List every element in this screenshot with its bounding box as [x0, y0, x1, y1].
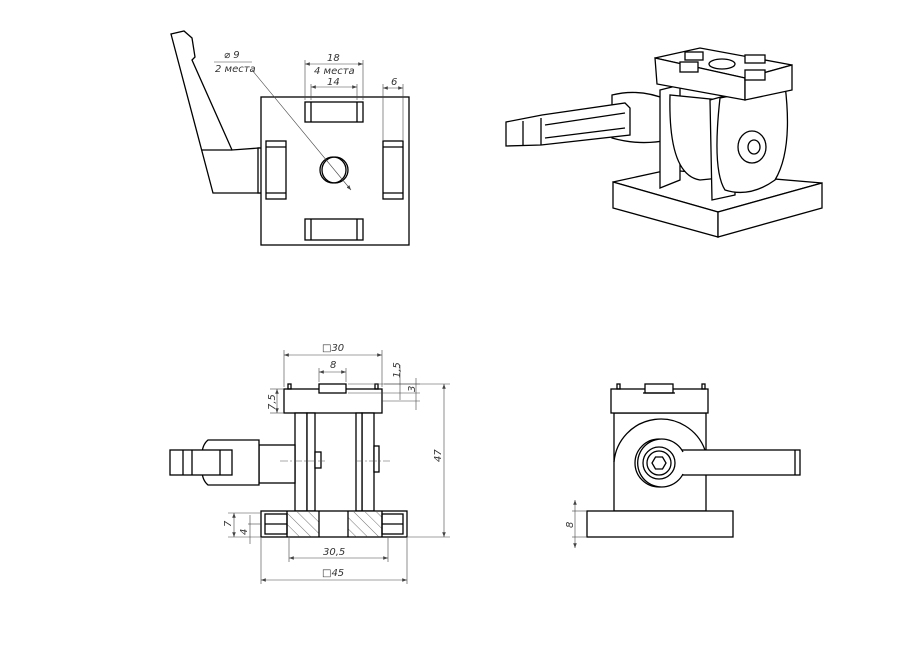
slots [265, 101, 404, 241]
front-view: □30 8 1,5 3 7,5 47 7 4 30,5 □45 [169, 343, 450, 584]
iso-handle [505, 102, 631, 147]
dim-top-square: □30 [322, 343, 344, 354]
dim-slot-width: 6 [391, 77, 397, 88]
dim-base-height: 7 [223, 520, 234, 527]
dim-key-height: 1,5 [392, 362, 403, 378]
hex-socket-icon [651, 456, 667, 470]
dim-top-thickness: 7,5 [267, 394, 278, 410]
dim-key-width: 8 [330, 360, 336, 371]
dim-slot-inner: 14 [327, 77, 340, 88]
dim-total-height: 47 [433, 449, 444, 462]
isometric-view [505, 47, 823, 238]
dim-slot-count: 4 места [314, 66, 355, 77]
dim-base-square: □45 [322, 568, 344, 579]
dim-slot-length: 18 [327, 53, 340, 64]
dim-hole-spacing: 30,5 [323, 547, 345, 558]
side-view: 8 [565, 383, 801, 548]
dim-counterbore-depth: 4 [239, 529, 250, 535]
dim-hole-count: 2 места [215, 64, 256, 75]
dim-key-slot: 3 [407, 386, 418, 392]
dim-base-thickness: 8 [565, 522, 576, 528]
dim-hole-diameter: ⌀ 9 [224, 50, 240, 61]
handle-top [170, 30, 260, 194]
side-handle [675, 449, 801, 476]
top-view: 18 4 места 14 6 ⌀ 9 2 места [170, 30, 410, 246]
